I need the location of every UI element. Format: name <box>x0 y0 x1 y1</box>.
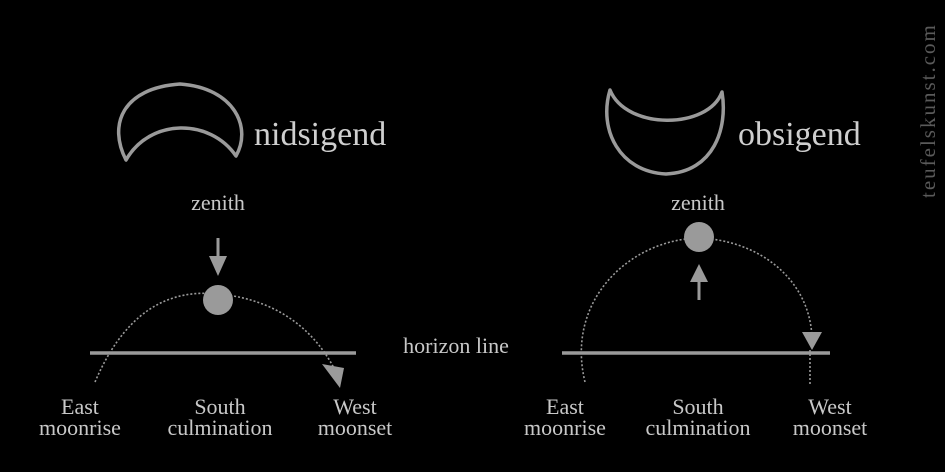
direction-label: East moonrise <box>515 396 615 439</box>
panel-nidsigend <box>90 82 356 388</box>
panel-title-left: nidsigend <box>254 116 387 153</box>
arrow-up-head <box>690 264 708 282</box>
direction-name: East <box>546 394 584 419</box>
direction-name: South <box>194 394 246 419</box>
direction-name: West <box>333 394 377 419</box>
direction-label: South culmination <box>628 396 768 439</box>
direction-label: South culmination <box>150 396 290 439</box>
moon-path-arc <box>580 237 813 383</box>
direction-label: East moonrise <box>30 396 130 439</box>
crescent-bowl-icon <box>605 88 726 176</box>
crescent-up-icon <box>116 82 244 162</box>
direction-event: moonset <box>317 415 393 440</box>
zenith-label-left: zenith <box>191 190 245 215</box>
direction-event: culmination <box>645 415 751 440</box>
horizon-line-label: horizon line <box>403 333 509 358</box>
direction-label: West moonset <box>300 396 410 439</box>
direction-event: moonrise <box>524 415 606 440</box>
direction-name: South <box>672 394 724 419</box>
direction-event: moonset <box>792 415 868 440</box>
direction-label: West moonset <box>775 396 885 439</box>
moon-culmination-dot <box>203 285 233 315</box>
moon-path-arrow-head <box>322 364 344 388</box>
direction-name: West <box>808 394 852 419</box>
direction-name: East <box>61 394 99 419</box>
watermark: teufelskunst.com <box>916 23 940 198</box>
moon-path-arrow-head <box>802 332 822 350</box>
direction-event: culmination <box>167 415 273 440</box>
panel-title-right: obsigend <box>738 116 861 153</box>
arrow-down-head <box>209 256 227 276</box>
zenith-label-right: zenith <box>671 190 725 215</box>
moon-path-arc <box>94 292 337 383</box>
moon-culmination-dot <box>684 222 714 252</box>
panel-obsigend <box>562 88 830 384</box>
direction-event: moonrise <box>39 415 121 440</box>
